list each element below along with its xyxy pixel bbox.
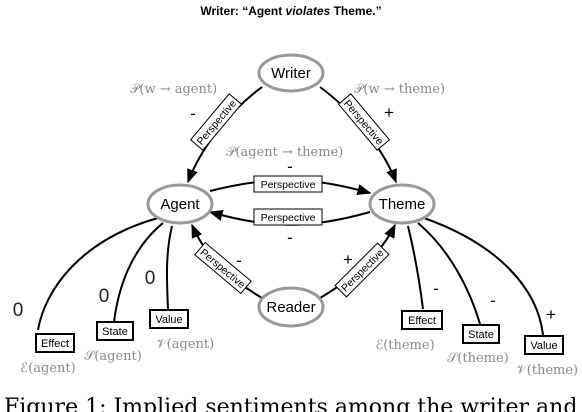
agent-node: [146, 183, 214, 225]
svg-text:-: -: [490, 291, 496, 310]
svg-text:𝒮(theme): 𝒮(theme): [447, 351, 509, 366]
svg-text:Effect: Effect: [408, 315, 436, 327]
svg-text:Value: Value: [155, 314, 182, 326]
writer-theme-math-label: 𝒫(w → theme): [354, 82, 445, 97]
svg-text:𝒱(agent): 𝒱(agent): [156, 337, 214, 352]
agent-value-attribute: 0 Value 𝒱(agent): [145, 268, 214, 352]
writer-theme-sign: +: [384, 103, 394, 122]
agent-state-curve: [113, 222, 164, 323]
svg-text:ℰ(agent): ℰ(agent): [20, 361, 75, 376]
theme-state-curve: [417, 222, 481, 325]
diagram-title: Writer: “Agent violates Theme.”: [200, 4, 381, 18]
svg-text:𝒮(agent): 𝒮(agent): [84, 349, 142, 364]
writer-agent-math-label: 𝒫(w → agent): [130, 82, 217, 97]
svg-text:State: State: [468, 329, 494, 341]
svg-text:Perspective: Perspective: [261, 179, 316, 191]
theme-state-attribute: - State 𝒮(theme): [447, 291, 509, 366]
theme-agent-sign: -: [287, 228, 293, 247]
reader-node-label: Reader: [266, 299, 315, 316]
writer-node: [257, 53, 325, 93]
agent-theme-sign: -: [287, 157, 293, 176]
reader-to-theme-edge: [319, 223, 396, 299]
reader-theme-sign: +: [343, 250, 353, 269]
svg-text:0: 0: [13, 300, 24, 321]
agent-value-curve: [165, 225, 173, 310]
reader-node: [257, 286, 325, 328]
perspective-label-reader-agent: Perspective: [194, 241, 252, 295]
perspective-label-agent-theme: Perspective: [253, 175, 323, 193]
agent-theme-math-label: 𝒫(agent → theme): [226, 145, 343, 160]
theme-effect-attribute: - Effect ℰ(theme): [375, 279, 443, 353]
reader-agent-sign: -: [236, 251, 242, 270]
svg-text:𝒱(theme): 𝒱(theme): [516, 363, 578, 378]
svg-text:ℰ(theme): ℰ(theme): [375, 338, 434, 353]
writer-node-label: Writer: [271, 65, 311, 82]
theme-node-label: Theme: [379, 196, 426, 213]
svg-text:Effect: Effect: [41, 338, 69, 350]
theme-node: [368, 183, 436, 225]
agent-node-label: Agent: [160, 196, 200, 213]
svg-text:State: State: [102, 326, 128, 338]
svg-text:+: +: [546, 305, 556, 324]
perspective-label-writer-agent: Perspective: [189, 93, 243, 151]
writer-agent-sign: -: [190, 104, 196, 123]
svg-text:Value: Value: [530, 340, 557, 352]
svg-text:-: -: [433, 279, 439, 298]
theme-value-attribute: + Value 𝒱(theme): [516, 305, 578, 378]
agent-state-attribute: 0 State 𝒮(agent): [84, 286, 142, 364]
svg-text:0: 0: [99, 286, 110, 307]
theme-value-curve: [423, 217, 544, 336]
agent-effect-attribute: 0 Effect ℰ(agent): [13, 300, 76, 376]
svg-text:Perspective: Perspective: [261, 212, 316, 224]
svg-text:0: 0: [145, 268, 156, 289]
svg-text:Perspective: Perspective: [341, 98, 386, 148]
perspective-label-writer-theme: Perspective: [337, 93, 391, 151]
theme-effect-curve: [407, 225, 424, 310]
agent-effect-curve: [37, 217, 159, 331]
figure-caption: Figure 1: Implied sentiments among the w…: [4, 395, 577, 412]
perspective-label-theme-agent: Perspective: [253, 208, 323, 226]
svg-text:Perspective: Perspective: [195, 98, 240, 148]
